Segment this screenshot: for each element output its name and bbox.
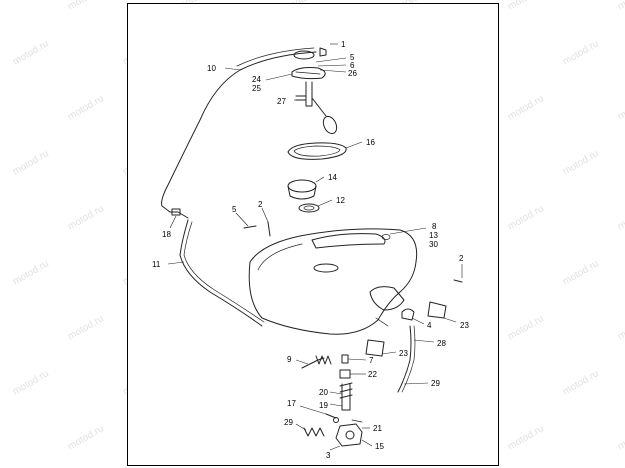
tank-shell [248,228,418,335]
fitting-18 [171,208,181,216]
callout-25: 25 [252,84,261,93]
screw-2 [267,221,271,237]
screw-5 [243,225,257,229]
callout-6: 6 [350,61,355,70]
washer-7 [341,354,349,364]
callout-20: 20 [319,388,328,397]
sender-flange-line [295,71,321,75]
leader-lines [167,43,463,451]
callout-2: 2 [258,200,263,209]
callout-10: 10 [207,64,216,73]
spring-9 [315,355,332,365]
vent-line-11 [179,219,263,327]
callout-30: 30 [429,240,438,249]
fuel-cap-body [287,185,317,200]
callout-19: 19 [319,401,328,410]
fitting-4 [401,308,415,321]
tank-tunnel-opening [311,233,386,249]
callout-16: 16 [366,138,375,147]
callout-23b: 23 [399,349,408,358]
tank-lower-tab [375,317,389,327]
vent-hose-10 [161,51,317,207]
callout-29: 29 [431,379,440,388]
cap-gasket-12-hole [303,205,315,211]
spring-29 [303,427,325,437]
fuel-line-28 [397,325,412,393]
callout-2b: 2 [459,254,464,263]
callout-1: 1 [341,40,346,49]
callout-29b: 29 [284,418,293,427]
sender-tube [305,81,313,107]
callout-18: 18 [162,230,171,239]
callout-9: 9 [287,355,292,364]
tank-contour-1 [257,243,303,271]
tank-vent-hole [381,234,391,240]
callout-22: 22 [368,370,377,379]
callout-17: 17 [287,399,296,408]
fuel-tank [248,228,418,335]
callout-numbers: 1 5 6 26 24 25 10 27 16 14 12 5 2 18 8 1… [152,40,469,460]
vent-line-11-edge [183,221,265,323]
hose-20-ribs [339,382,353,399]
callout-8: 8 [432,222,437,231]
diagram-frame [127,3,499,466]
sender-flange [291,67,326,80]
washer-17 [325,413,337,419]
vent-fitting [319,47,327,57]
vent-hose-10-edge [236,47,315,67]
tank-filler-neck [313,263,339,273]
tank-petcock-boss [369,286,405,311]
callout-26: 26 [348,69,357,78]
callout-4: 4 [427,321,432,330]
callout-15: 15 [375,442,384,451]
callout-11: 11 [152,260,161,269]
petcock-knob [345,430,355,440]
gasket-16-inner [293,145,341,157]
float-arm [311,97,327,117]
fuel-cap-top [287,179,317,193]
callout-13: 13 [429,231,438,240]
watermark-text: motod.ru [616,0,625,13]
callout-28: 28 [437,339,446,348]
callout-14: 14 [328,173,337,182]
callout-21: 21 [373,424,382,433]
petcock-21-pin [351,419,363,423]
sender-bracket [295,95,307,101]
fitting-22 [339,369,351,379]
petcock-15 [335,423,363,447]
callout-7: 7 [369,356,374,365]
gasket-16 [287,142,347,160]
callout-24: 24 [252,75,261,84]
callout-5b: 5 [232,205,237,214]
screw-2-right [453,279,463,283]
cap-gasket-12 [298,203,320,213]
sender-cap [293,50,315,60]
oring-19 [333,417,339,423]
fuel-line-28-edge [401,325,416,393]
callout-5: 5 [350,53,355,62]
callout-27: 27 [277,97,286,106]
float [322,115,338,135]
pad-23-center [365,339,385,357]
callout-23: 23 [460,321,469,330]
hose-clamp-18 [161,205,189,219]
pad-23-right [427,301,447,319]
fuel-sender-assembly [291,50,338,135]
callout-12: 12 [336,196,345,205]
callout-3: 3 [326,451,331,460]
